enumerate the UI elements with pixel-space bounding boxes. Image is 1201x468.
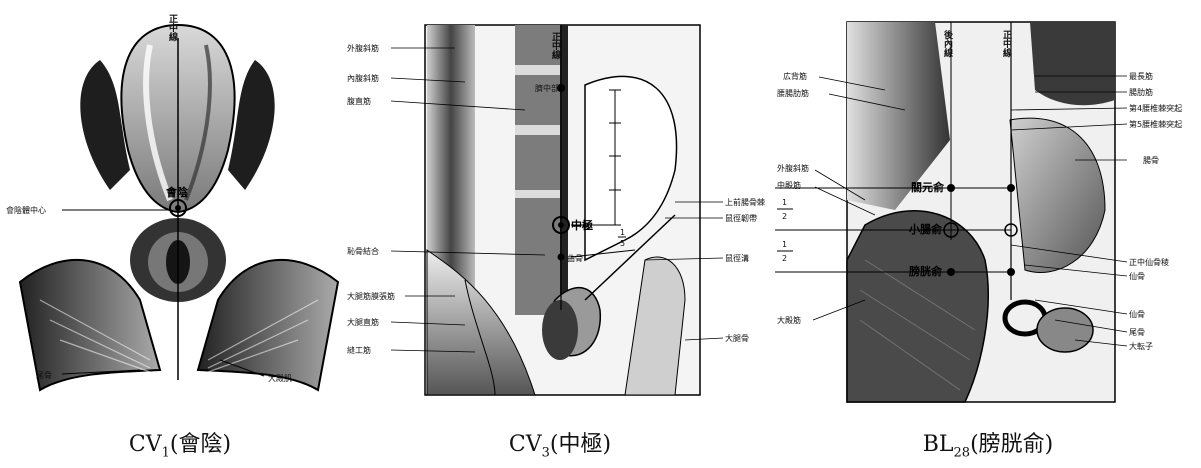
point-pangguangshu (947, 268, 955, 276)
label-perineal-center: 會陰體中心 (6, 205, 46, 215)
label-inguinal-groove: 鼠徑溝 (725, 253, 749, 263)
label-iliocostalis: 腸肋筋 (1129, 87, 1153, 97)
caption-cv1: CV1(會陰) (0, 426, 360, 460)
point-main-label: 中極 (571, 218, 593, 232)
point-label: 會陰 (166, 185, 189, 199)
label-l5-spinous: 第5腰椎棘突起 (1129, 119, 1182, 129)
label-rectus-abdominis: 腹直筋 (347, 96, 371, 106)
label-external-oblique: 外腹斜筋 (347, 43, 379, 53)
panel-bl28: 正中線 後內線 關元俞 小腸俞 膀胱俞 1 2 1 2 広背筋 腰腸肋筋 外腹斜… (775, 0, 1201, 468)
fraction-numerator: 1 (620, 228, 625, 237)
midline-label: 正中線 (1001, 30, 1012, 58)
label-median-sacral-crest: 正中仙骨稜 (1129, 257, 1169, 267)
label-asis: 上前腸骨棘 (725, 197, 765, 207)
label-point-pangguangshu: 膀胱俞 (908, 264, 943, 278)
label-point-xiaochangshu: 小腸俞 (908, 222, 943, 236)
panel-cv1: 正中線 會陰 會陰體中心 尾骨 大殿肌 CV1(會陰) (0, 0, 360, 468)
label-sartorius: 縫工筋 (347, 345, 371, 355)
point-guanyuanshu (947, 184, 955, 192)
label-sacrum-2: 仙骨 (1129, 309, 1145, 319)
label-point-guanyuanshu: 關元俞 (911, 180, 945, 194)
label-gluteus-maximus: 大殿筋 (777, 315, 801, 325)
label-l4-spinous: 第4腰椎棘突起 (1129, 103, 1182, 113)
abdomen-illustration: 正中線 臍中部 中極 曲骨 1 5 外腹斜筋 內腹斜筋 腹直筋 恥骨結合 大腿筋… (345, 0, 775, 420)
label-femur: 大腿骨 (725, 333, 749, 343)
label-sacrum-1: 仙骨 (1129, 271, 1145, 281)
label-iliocostalis-lumborum: 腰腸肋筋 (777, 88, 809, 98)
label-ilium: 腸骨 (1143, 156, 1159, 165)
label-rectus-femoris: 大腿直筋 (347, 317, 379, 327)
label-gluteus-medius: 中殿筋 (777, 180, 801, 190)
label-pubic-symphysis: 恥骨結合 (347, 246, 379, 256)
label-coccyx: 尾骨 (1129, 328, 1145, 337)
midline-label: 正中線 (550, 32, 561, 60)
half-den-2: 2 (782, 254, 787, 263)
point-pubis-label: 曲骨 (567, 253, 583, 263)
label-external-oblique: 外腹斜筋 (777, 163, 809, 173)
half-num-2: 1 (782, 240, 787, 249)
label-coccyx: 尾骨 (36, 371, 52, 380)
label-greater-trochanter: 大転子 (1129, 341, 1153, 351)
label-gluteus-maximus: 大殿肌 (268, 373, 292, 383)
caption-bl28: BL28(膀胱俞) (775, 426, 1201, 460)
perineum-illustration: 正中線 會陰 會陰體中心 尾骨 大殿肌 (0, 0, 360, 420)
panel-cv3: 正中線 臍中部 中極 曲骨 1 5 外腹斜筋 內腹斜筋 腹直筋 恥骨結合 大腿筋… (345, 0, 775, 468)
label-inguinal-ligament: 鼠徑韌帶 (725, 213, 757, 223)
pubis-point-marker (558, 254, 565, 261)
fraction-denominator: 5 (620, 239, 625, 248)
half-num-1: 1 (782, 198, 787, 207)
point-navel-label: 臍中部 (535, 83, 559, 93)
inner-line-label: 後內線 (942, 29, 953, 58)
back-illustration: 正中線 後內線 關元俞 小腸俞 膀胱俞 1 2 1 2 広背筋 腰腸肋筋 外腹斜… (775, 0, 1201, 420)
label-internal-oblique: 內腹斜筋 (347, 73, 379, 83)
label-longissimus: 最長筋 (1129, 71, 1153, 81)
midline-label: 正中線 (167, 14, 178, 42)
label-tensor-fasciae-latae: 大腿筋膜張筋 (347, 291, 395, 301)
caption-cv3: CV3(中極) (345, 426, 775, 460)
half-den-1: 2 (782, 212, 787, 221)
label-latissimus-dorsi: 広背筋 (783, 71, 807, 81)
